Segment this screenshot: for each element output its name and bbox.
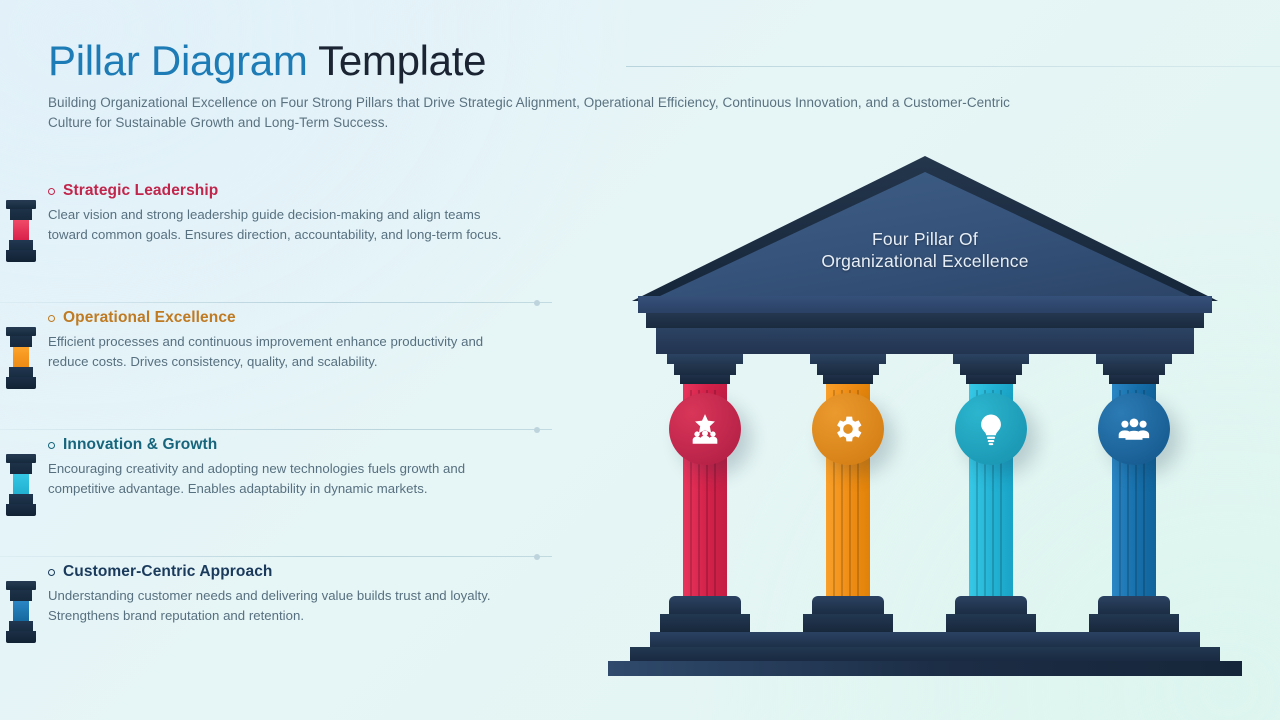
pillar-list: Strategic Leadership Clear vision and st… [0,176,580,643]
list-divider [0,426,560,433]
entablature-mid [646,313,1204,328]
pediment-text-line1: Four Pillar Of [872,229,978,249]
gear-icon [837,416,862,442]
title-divider [626,66,1280,67]
list-item-description: Efficient processes and continuous impro… [48,334,484,369]
badge-customer-centric-approach[interactable] [1098,393,1170,465]
bullet-icon [48,441,55,449]
pillar-pedestal [946,596,1036,632]
list-item-description: Clear vision and strong leadership guide… [48,207,502,242]
list-item[interactable]: Operational Excellence Efficient process… [0,309,580,429]
list-divider [0,553,560,560]
bullet-icon [48,314,55,322]
pediment-text-line2: Organizational Excellence [821,251,1029,271]
pediment-text: Four Pillar Of Organizational Excellence [600,228,1250,272]
pillar-pedestal [803,596,893,632]
list-item[interactable]: Strategic Leadership Clear vision and st… [0,182,580,302]
list-divider [0,299,560,306]
list-item-title: Operational Excellence [63,309,236,326]
mini-pillar-icon [4,327,38,389]
pillar-pedestal [660,596,750,632]
pillar-temple-diagram: Four Pillar Of Organizational Excellence [600,150,1250,680]
page-title: Pillar Diagram Template [48,38,1238,83]
entablature-top [638,296,1212,313]
badge-operational-excellence[interactable] [812,393,884,465]
entablature-bottom [656,328,1194,354]
mini-pillar-icon [4,200,38,262]
list-item[interactable]: Customer-Centric Approach Understanding … [0,563,580,643]
pillar-pedestal [1089,596,1179,632]
bullet-icon [48,568,55,576]
mini-pillar-icon [4,581,38,643]
badge-strategic-leadership[interactable] [669,393,741,465]
temple-base-steps [600,624,1250,680]
badge-innovation-growth[interactable] [955,393,1027,465]
list-item-title: Strategic Leadership [63,182,219,199]
pediment [632,156,1218,301]
star-people-icon [692,414,718,444]
bullet-icon [48,187,55,195]
list-item-title: Customer-Centric Approach [63,563,273,580]
list-item-description: Encouraging creativity and adopting new … [48,461,466,496]
mini-pillar-icon [4,454,38,516]
list-item-title: Innovation & Growth [63,436,218,453]
people-group-icon [1118,418,1150,440]
list-item-description: Understanding customer needs and deliver… [48,588,491,623]
list-item[interactable]: Innovation & Growth Encouraging creativi… [0,436,580,556]
page-title-accent: Pillar Diagram [48,37,308,84]
page-subtitle: Building Organizational Excellence on Fo… [48,95,1010,131]
page-title-rest: Template [307,37,487,84]
page-header: Pillar Diagram Template Building Organiz… [48,38,1280,133]
lightbulb-icon [981,414,1001,446]
